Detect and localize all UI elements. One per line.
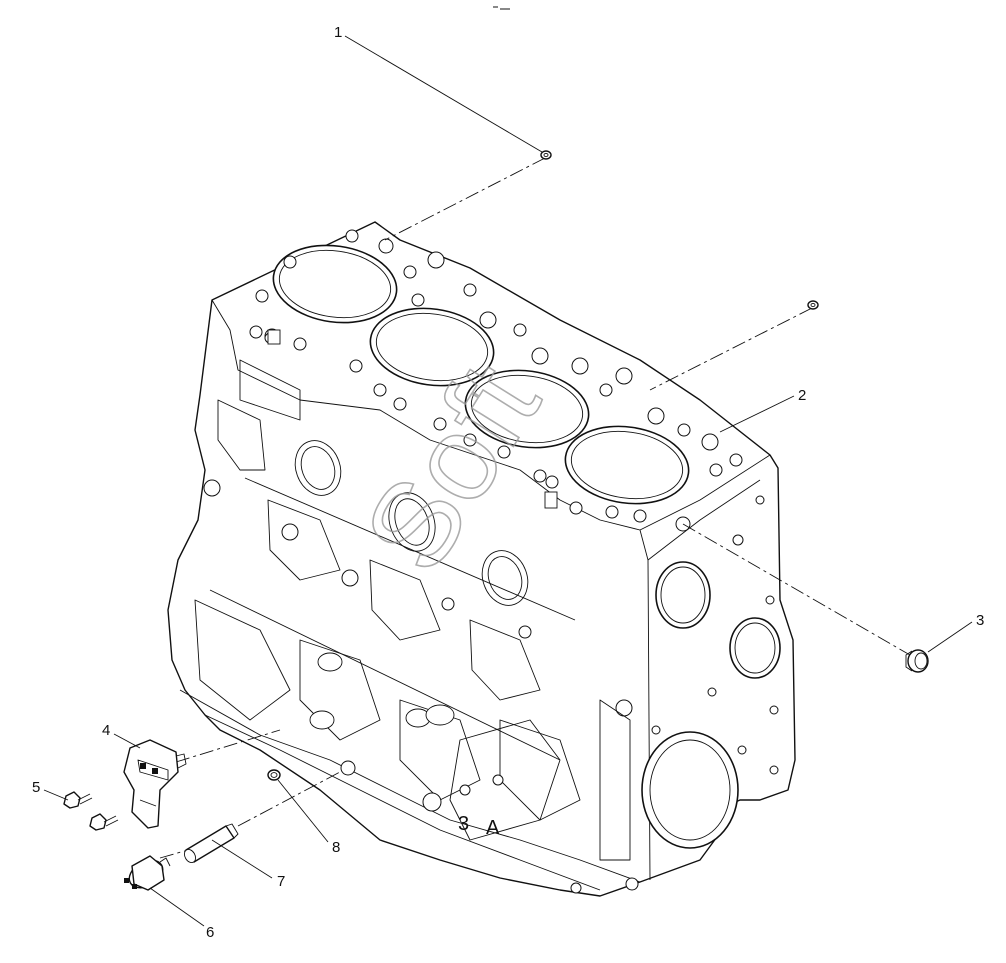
callout-3: 3 [976, 612, 984, 629]
callout-leaders [43, 35, 973, 927]
callout-7: 7 [277, 873, 285, 890]
part-3-plug [905, 649, 929, 673]
cylinder-bore-4 [564, 425, 690, 505]
part-plug-secondary [807, 300, 819, 310]
part-5-bolt-a [63, 791, 93, 809]
part-1-plug [540, 150, 552, 160]
part-6-pressure-switch [124, 855, 171, 891]
block-front-face [615, 495, 781, 849]
casting-stamp-number: 3 [458, 813, 469, 835]
assembly-lines [159, 157, 911, 859]
part-7-adapter [183, 823, 239, 864]
cylinder-block: 3 A [167, 221, 796, 897]
callout-4: 4 [102, 722, 110, 739]
top-mark [493, 6, 510, 10]
deck-holes [249, 229, 743, 523]
cylinder-bore-1 [272, 244, 398, 324]
casting-stamp-letter: A [486, 817, 500, 839]
callout-8: 8 [332, 839, 340, 856]
callout-1: 1 [334, 24, 342, 41]
callout-6: 6 [206, 924, 214, 941]
block-side-detail [194, 329, 639, 894]
cylinder-bore-2 [369, 307, 495, 387]
part-5-bolt-b [89, 813, 119, 831]
part-8-seal-ring [267, 769, 281, 781]
part-4-sensor [123, 739, 187, 829]
callout-2: 2 [798, 387, 806, 404]
callout-5: 5 [32, 779, 40, 796]
cylinder-bore-3 [464, 369, 590, 449]
